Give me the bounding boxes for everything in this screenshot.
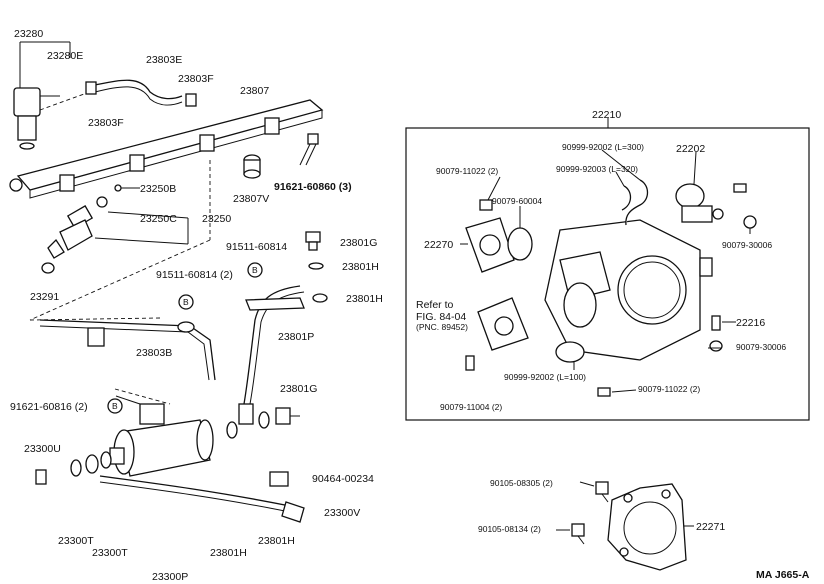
label-23801g-b: 23801G [280, 383, 317, 395]
washer-23300t-a [70, 459, 82, 477]
label-23300v: 23300V [324, 507, 360, 519]
label-23250c: 23250C [140, 213, 177, 225]
valve-22202 [675, 183, 724, 223]
throttle-body [544, 219, 713, 361]
label-23280: 23280 [14, 28, 43, 40]
pipe-23803b [39, 319, 216, 381]
label-23801h-a: 23801H [342, 261, 379, 273]
label-90079-11022-a: 90079-11022 (2) [436, 166, 498, 176]
sensor-22270 [465, 199, 515, 273]
label-marker-b2: B [183, 297, 189, 307]
label-23300u: 23300U [24, 443, 61, 455]
label-23803e: 23803E [146, 54, 182, 66]
sensor-refer [477, 297, 529, 351]
union-23300 [85, 454, 99, 474]
label-fig-84-04: FIG. 84-04 [416, 311, 466, 323]
label-marker-b1: B [252, 265, 258, 275]
washer-23801h-a [308, 262, 324, 270]
label-91511-60814-2: 91511-60814 (2) [156, 269, 233, 281]
label-91621-60816: 91621-60816 (2) [10, 401, 88, 413]
clip-23803f-b [185, 93, 197, 107]
fuel-rail-23807 [9, 99, 324, 199]
hose-l300 [625, 179, 649, 226]
marker-b2 [178, 294, 194, 310]
label-23803b: 23803B [136, 347, 172, 359]
injector-23250 [47, 196, 108, 259]
label-90999-92002-300: 90999-92002 (L=300) [562, 142, 644, 152]
label-footer: MA J665-A [756, 569, 810, 581]
label-22216: 22216 [736, 317, 765, 329]
label-22210: 22210 [592, 109, 621, 121]
label-90079-30006-b: 90079-30006 [736, 342, 786, 352]
screw-90079-11022-b [597, 387, 611, 397]
label-22271: 22271 [696, 521, 725, 533]
label-23300t-a: 23300T [58, 535, 94, 547]
label-23291: 23291 [30, 291, 59, 303]
grommet-23291 [41, 262, 55, 274]
label-23801h-b: 23801H [346, 293, 383, 305]
label-23801g-a: 23801G [340, 237, 377, 249]
screw-90079-11004 [465, 355, 475, 371]
label-23801h-d: 23801H [258, 535, 295, 547]
washer-23801h-b [312, 293, 328, 303]
label-23807: 23807 [240, 85, 269, 97]
label-22202: 22202 [676, 143, 705, 155]
marker-b1 [247, 262, 263, 278]
gasket-90079-60004 [507, 227, 533, 261]
label-90079-11004: 90079-11004 (2) [440, 402, 502, 412]
gasket-22271 [607, 483, 687, 571]
label-marker-b3: B [112, 401, 118, 411]
washer-23300t-b [100, 451, 112, 469]
label-90999-92003-320: 90999-92003 (L=320) [556, 164, 638, 174]
label-22270: 22270 [424, 239, 453, 251]
label-23280e: 23280E [47, 50, 83, 62]
cap-23807v [243, 154, 261, 179]
label-23801p: 23801P [278, 331, 314, 343]
bolt-23300u [35, 469, 47, 485]
fuel-filter [109, 395, 214, 477]
label-90464-00234: 90464-00234 [312, 473, 374, 485]
hose-l320 [621, 185, 632, 211]
label-23300p: 23300P [152, 571, 188, 583]
label-90079-30006-a: 90079-30006 [722, 240, 772, 250]
bolt-90105-08134 [571, 523, 585, 537]
hose-23300p [99, 475, 291, 507]
label-90999-92002-100: 90999-92002 (L=100) [504, 372, 586, 382]
washer-23801h-d [258, 411, 270, 429]
label-23801h-c: 23801H [210, 547, 247, 559]
label-91621-60860: 91621-60860 (3) [274, 181, 352, 193]
clamp-90464 [269, 471, 289, 487]
label-refer-to: Refer to [416, 299, 454, 311]
nut-90079-30006-a [743, 215, 757, 229]
washer-23801h-c [226, 421, 238, 439]
label-23803f-a: 23803F [178, 73, 214, 85]
label-23807v: 23807V [233, 193, 269, 205]
screw-22216 [711, 315, 721, 331]
bolt-23801g-a [305, 231, 321, 251]
label-90079-60004: 90079-60004 [492, 196, 542, 206]
label-23300t-b: 23300T [92, 547, 128, 559]
label-90105-08134: 90105-08134 (2) [478, 524, 541, 534]
bolt-91621-60860 [299, 133, 319, 166]
fitting-23300v [281, 501, 305, 523]
pressure-regulator [13, 87, 60, 150]
label-23803f-b: 23803F [88, 117, 124, 129]
clip-23803f-a [85, 81, 97, 95]
label-pnc: (PNC. 89452) [416, 322, 468, 332]
label-91511-60814: 91511-60814 [226, 241, 287, 253]
label-23250b: 23250B [140, 183, 176, 195]
nut-90079-30006-b [709, 340, 723, 352]
ring-23250b [114, 184, 122, 192]
label-23250: 23250 [202, 213, 231, 225]
label-90105-08305: 90105-08305 (2) [490, 478, 553, 488]
bolt-23801g-b [275, 407, 291, 425]
label-90079-11022-b: 90079-11022 (2) [638, 384, 700, 394]
bolt-90105-08305 [595, 481, 609, 495]
marker-b3 [107, 398, 123, 414]
hose-l100 [555, 341, 585, 363]
pipe-23801p [238, 285, 305, 425]
screw-90079-a [733, 183, 747, 193]
